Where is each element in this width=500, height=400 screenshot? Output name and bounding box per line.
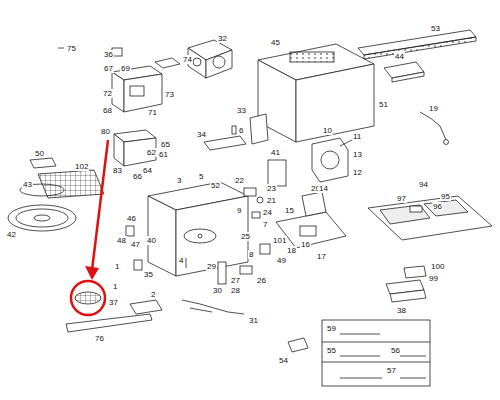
callout-number: 49 bbox=[276, 256, 287, 265]
callout-number: 33 bbox=[236, 106, 247, 115]
callout-number: 26 bbox=[256, 276, 267, 285]
callout-number: 30 bbox=[212, 286, 223, 295]
callout-number: 40 bbox=[146, 236, 157, 245]
callout-number: 3 bbox=[176, 176, 182, 185]
callout-number: 4 bbox=[178, 256, 184, 265]
callout-number: 6 bbox=[238, 126, 244, 135]
callout-number: 73 bbox=[164, 90, 175, 99]
callout-number: 41 bbox=[270, 148, 281, 157]
callout-number: 35 bbox=[143, 270, 154, 279]
callout-number: 100 bbox=[430, 262, 445, 271]
callout-number: 19 bbox=[428, 104, 439, 113]
callout-number: 46 bbox=[126, 214, 137, 223]
callout-number: 99 bbox=[428, 274, 439, 283]
callout-number: 95 bbox=[440, 192, 451, 201]
callout-number: 31 bbox=[248, 316, 259, 325]
callout-number: 69 bbox=[120, 64, 131, 73]
callout-number: 8 bbox=[248, 250, 254, 259]
callout-number: 45 bbox=[270, 38, 281, 47]
callout-number: 71 bbox=[147, 108, 158, 117]
callout-number: 74 bbox=[182, 55, 193, 64]
callout-number: 65 bbox=[160, 140, 171, 149]
callout-number: 68 bbox=[102, 106, 113, 115]
callout-number: 94 bbox=[418, 180, 429, 189]
callout-number: 97 bbox=[396, 194, 407, 203]
callout-number: 50 bbox=[34, 149, 45, 158]
callout-number: 51 bbox=[378, 100, 389, 109]
callout-number: 64 bbox=[142, 166, 153, 175]
callout-number: 28 bbox=[230, 286, 241, 295]
callout-number: 66 bbox=[132, 172, 143, 181]
callout-number: 37 bbox=[108, 298, 119, 307]
callout-number: 48 bbox=[116, 236, 127, 245]
callout-number: 25 bbox=[240, 232, 251, 241]
callout-number: 21 bbox=[266, 196, 277, 205]
callout-number: 55 bbox=[326, 346, 337, 355]
callout-number: 29 bbox=[206, 262, 217, 271]
callout-number: 59 bbox=[326, 324, 337, 333]
callout-number: 54 bbox=[278, 356, 289, 365]
callout-number: 67 bbox=[103, 64, 114, 73]
callout-number: 36 bbox=[103, 50, 114, 59]
callout-number: 18 bbox=[286, 246, 297, 255]
callout-number: 34 bbox=[196, 130, 207, 139]
callout-number: 11 bbox=[352, 132, 362, 141]
callout-number: 38 bbox=[396, 306, 407, 315]
callout-number: 83 bbox=[112, 166, 123, 175]
callout-number: 56 bbox=[390, 346, 401, 355]
callout-number: 16 bbox=[300, 240, 311, 249]
callout-number: 52 bbox=[210, 181, 221, 190]
callout-number: 17 bbox=[316, 252, 327, 261]
callout-number: 2 bbox=[150, 290, 156, 299]
callout-number: 62 bbox=[146, 148, 157, 157]
callout-number: 43 bbox=[22, 180, 33, 189]
callout-number: 102 bbox=[74, 162, 89, 171]
callout-number: 32 bbox=[217, 34, 228, 43]
callout-number: 24 bbox=[262, 208, 273, 217]
callout-number: 44 bbox=[394, 52, 405, 61]
callout-number: 101 bbox=[272, 236, 287, 245]
callout-number: 1 bbox=[112, 282, 118, 291]
callout-number: 14 bbox=[318, 184, 329, 193]
callout-number: 57 bbox=[386, 366, 397, 375]
callout-number: 47 bbox=[130, 240, 141, 249]
callout-number: 42 bbox=[6, 230, 17, 239]
callout-number: 76 bbox=[94, 334, 105, 343]
callout-number: 15 bbox=[284, 206, 295, 215]
callout-number: 22 bbox=[234, 176, 245, 185]
callout-number: 96 bbox=[432, 202, 443, 211]
callout-number: 7 bbox=[262, 220, 268, 229]
callout-number: 61 bbox=[158, 150, 169, 159]
callout-number: 27 bbox=[230, 276, 241, 285]
callout-number: 12 bbox=[352, 168, 363, 177]
callout-number: 5 bbox=[198, 172, 204, 181]
callout-number: 53 bbox=[430, 24, 441, 33]
callout-number: 23 bbox=[266, 184, 277, 193]
callout-number: 75 bbox=[66, 44, 77, 53]
callout-number: 10 bbox=[322, 126, 333, 135]
callout-number: 9 bbox=[236, 206, 242, 215]
callout-number: 13 bbox=[352, 150, 363, 159]
callout-number: 80 bbox=[100, 127, 111, 136]
callout-number: 72 bbox=[102, 89, 113, 98]
callout-number: 1 bbox=[114, 262, 120, 271]
